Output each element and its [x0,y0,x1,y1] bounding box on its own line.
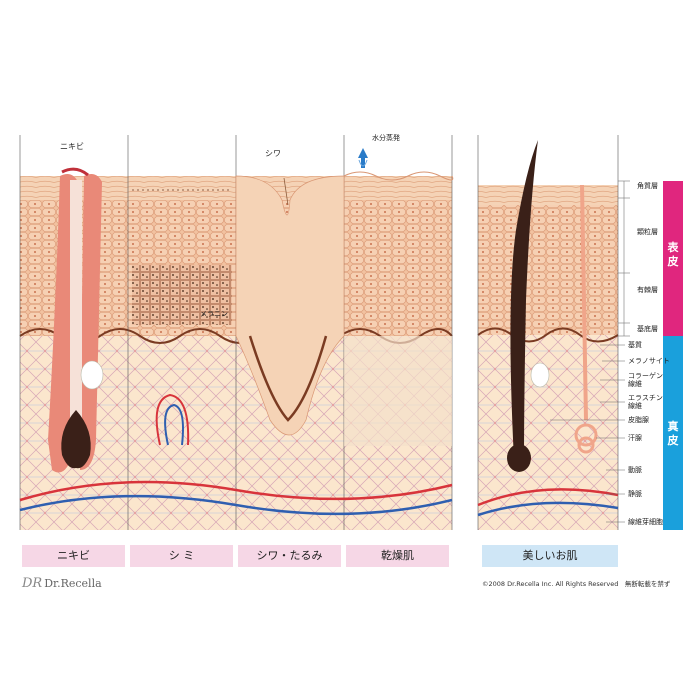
structure-label-sebaceous: 皮脂腺 [628,416,649,424]
brand-name: Dr.Recella [44,577,102,590]
dry-skin-area [343,171,454,446]
healthy-artery-line [477,488,619,507]
layer-label-basal: 基底層 [637,325,658,333]
structure-label-sweat-gland: 汗腺 [628,434,642,442]
panel-label-spots: シ ミ [130,545,233,567]
wrinkle-fold [235,175,345,436]
structure-label-elastin: エラスチン 線維 [628,394,663,410]
epidermis-bar [663,181,683,336]
evaporation-arrow-icon [358,148,368,168]
dermis-char-2: 皮 [667,434,679,447]
wrinkle-callout: シワ [265,149,281,158]
epidermis-char-1: 表 [667,241,679,254]
dermis-bar [663,336,683,530]
epidermis-side-label: 表 皮 [663,241,683,269]
structure-label-vein: 静脈 [628,490,642,498]
panel-label-wrinkles: シワ・たるみ [238,545,341,567]
structure-label-artery: 動脈 [628,466,642,474]
panel-label-acne: ニキビ [22,545,125,567]
brand-mark: DR [22,576,43,591]
layer-bracket [618,180,630,337]
hair-strand [507,140,550,472]
copyright-notice: ©2008 Dr.Recella Inc. All Rights Reserve… [482,580,671,588]
structure-label-matrix: 基質 [628,341,642,349]
layer-label-granular: 顆粒層 [637,228,658,236]
dermis-char-1: 真 [667,420,679,433]
artery-line [19,480,453,502]
structure-label-collagen: コラーゲン 線維 [628,372,663,388]
structure-label-melanocyte: メラノサイト [628,357,670,365]
panel-label-dry-skin: 乾燥肌 [346,545,449,567]
sweat-gland [574,184,598,454]
healthy-skin-panel [477,135,619,530]
layer-label-spinous: 有棘層 [637,286,658,294]
spot-melanin-area [132,189,232,446]
evaporation-callout: 水分蒸発 [372,134,400,142]
vein-line [19,494,453,516]
melanin-callout: メラニン [200,310,228,318]
structure-leader-lines [550,344,625,523]
acne-follicle [48,167,104,473]
acne-callout: ニキビ [60,142,84,151]
panel-label-healthy-skin: 美しいお肌 [482,545,618,567]
layer-label-stratum-corneum: 角質層 [637,182,658,190]
dermis-side-label: 真 皮 [663,420,683,448]
healthy-vein-line [477,501,619,517]
epidermis-char-2: 皮 [667,255,679,268]
structure-label-fibroblast: 線維芽細胞 [628,518,663,526]
